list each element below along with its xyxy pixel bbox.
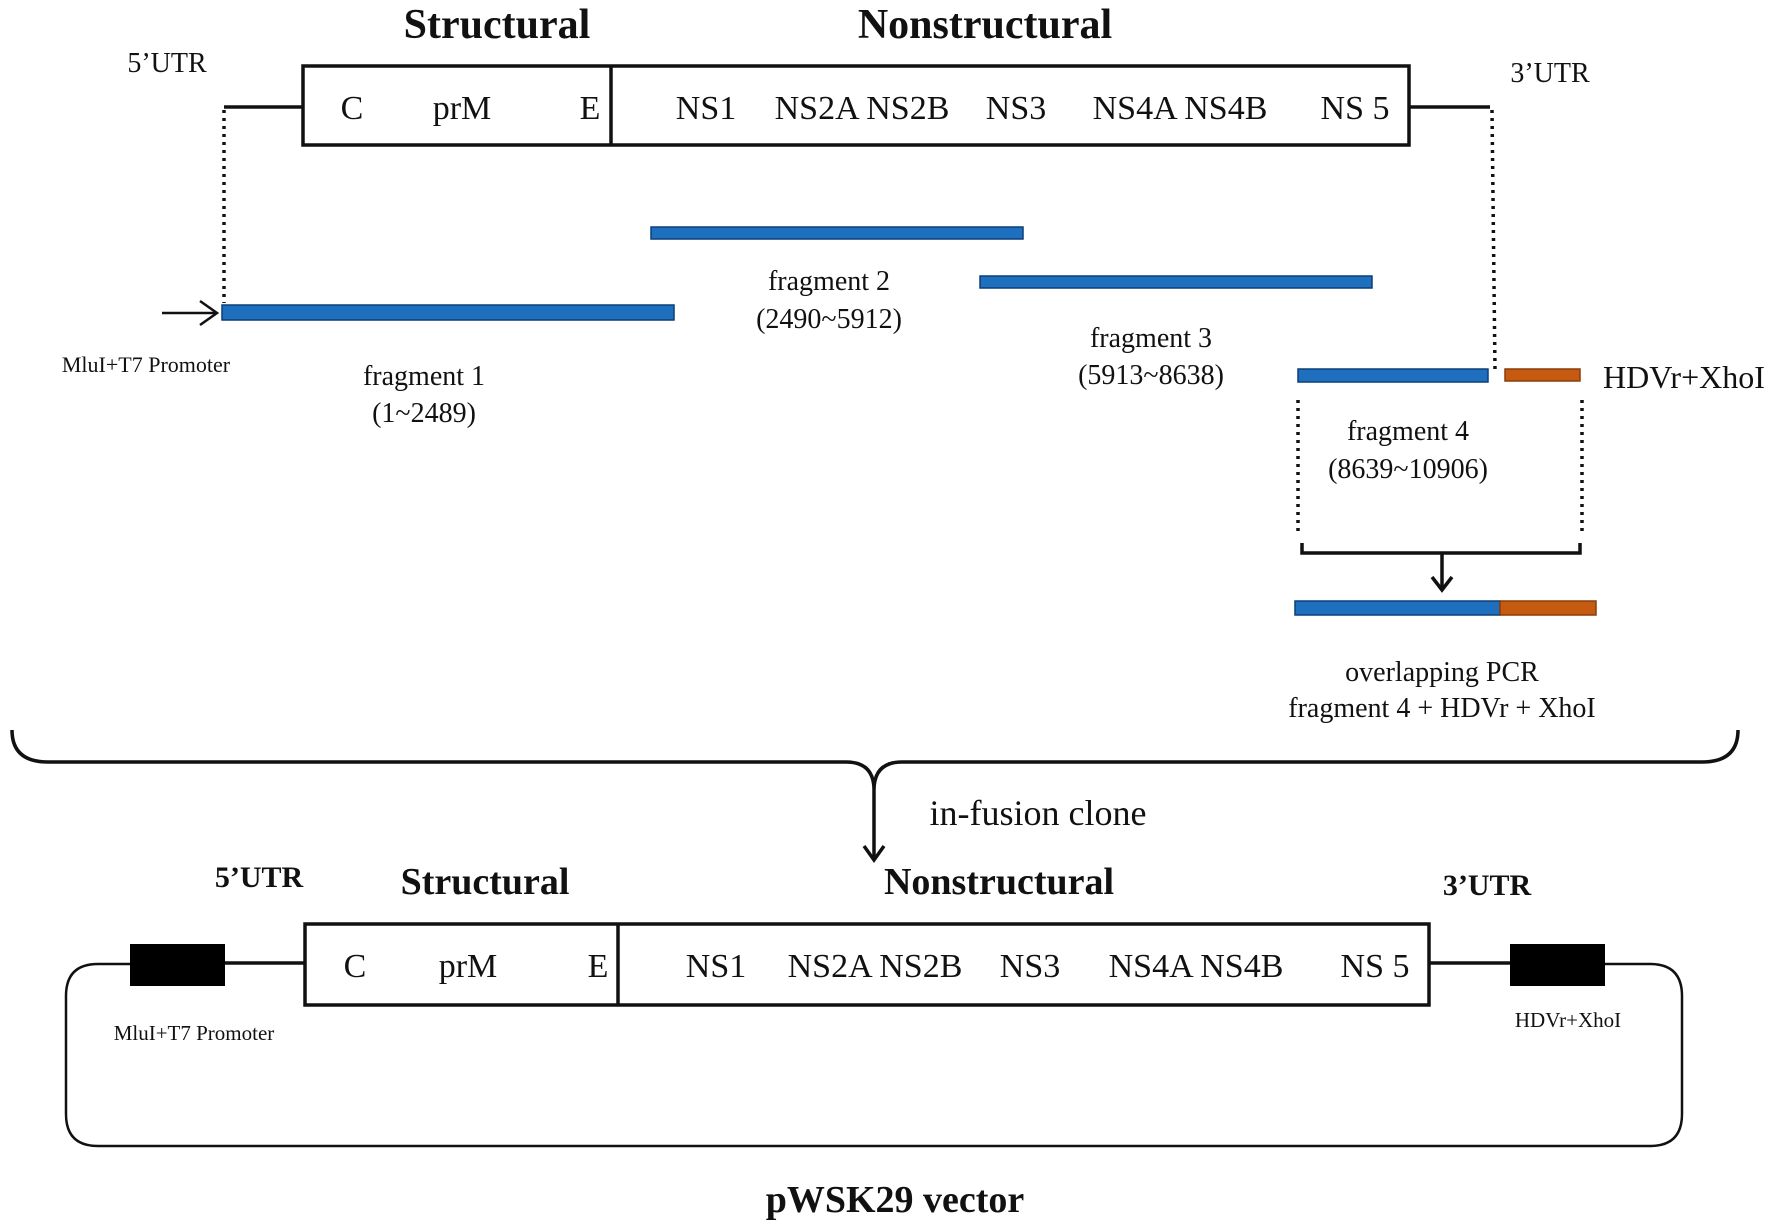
fragment-4-bar [1297,368,1489,383]
fragment-1-range: (1~2489) [372,398,476,429]
top-gene-ns4a-ns4b: NS4A NS4B [1093,90,1268,127]
fragment-3-range: (5913~8638) [1078,360,1224,391]
top-structural-heading: Structural [404,2,591,48]
top-3utr-label: 3’UTR [1510,58,1590,89]
overlap-label-line2: fragment 4 + HDVr + XhoI [1288,693,1596,724]
bottom-vector-map: 5’UTR 3’UTR Structural Nonstructural C p… [64,861,1684,1221]
bottom-gene-ns1: NS1 [686,948,746,985]
infusion-arrowhead-icon [862,844,886,864]
bottom-gene-prm: prM [439,948,498,985]
fragment-1-name: fragment 1 [363,361,485,392]
bottom-gene-ns3: NS3 [1000,948,1060,985]
vector-name: pWSK29 vector [766,1179,1025,1221]
bottom-3utr-label: 3’UTR [1443,869,1532,902]
top-genome-box [301,64,1411,147]
overlap-label-line1: overlapping PCR [1345,657,1539,688]
fragment-2-range: (2490~5912) [756,304,902,335]
promoter-arrowhead-icon [199,299,220,327]
overlap-product-orange-bar [1499,600,1597,616]
bottom-nonstructural-heading: Nonstructural [884,861,1114,903]
overlap-product-blue-bar [1294,600,1501,616]
top-gene-ns2a-ns2b: NS2A NS2B [775,90,950,127]
fragment-3-name: fragment 3 [1090,323,1212,354]
overlap-bracket [1300,543,1582,555]
hdvr-xhoi-bar [1504,368,1581,382]
bottom-hdvr-label: HDVr+XhoI [1515,1008,1621,1032]
hdvr-marker-block [1510,944,1605,986]
fragment-4-range: (8639~10906) [1328,454,1488,485]
curly-brace [10,729,1740,791]
bottom-genome-box [303,922,1431,1007]
overlap-arrowhead-icon [1430,575,1454,593]
bottom-structural-heading: Structural [401,861,570,903]
top-gene-c: C [341,90,364,127]
infusion-label: in-fusion clone [930,793,1147,833]
top-gene-ns5: NS 5 [1321,90,1390,127]
fragment-2-name: fragment 2 [768,266,890,297]
top-nonstructural-heading: Nonstructural [858,2,1112,48]
plasmid-backbone [64,962,1684,1148]
top-gene-ns1: NS1 [676,90,736,127]
bottom-5utr-label: 5’UTR [215,861,304,894]
bottom-gene-ns4a-ns4b: NS4A NS4B [1109,948,1284,985]
top-gene-e: E [580,90,601,127]
bottom-gene-ns5: NS 5 [1341,948,1410,985]
right-dotted-guide [1490,109,1497,371]
promoter-marker-block [130,944,225,986]
promoter-label: MluI+T7 Promoter [62,352,231,377]
top-genome-map: Structural Nonstructural 5’UTR 3’UTR C p… [127,2,1590,371]
hdvr-xhoi-label: HDVr+XhoI [1603,359,1765,395]
fragment-2-bar [650,226,1024,240]
bottom-gene-e: E [588,948,609,985]
assembly-brace: in-fusion clone [10,729,1740,864]
top-gene-ns3: NS3 [986,90,1046,127]
fragment-3-bar [979,275,1373,289]
fragment-1-bar [221,304,675,321]
top-5utr-label: 5’UTR [127,48,207,79]
top-gene-prm: prM [433,90,492,127]
fragments: MluI+T7 Promoter fragment 1 (1~2489) fra… [62,226,1765,724]
bottom-gene-c: C [344,948,367,985]
fragment-4-name: fragment 4 [1347,416,1469,447]
bottom-gene-ns2a-ns2b: NS2A NS2B [788,948,963,985]
bottom-promoter-label: MluI+T7 Promoter [114,1021,275,1045]
